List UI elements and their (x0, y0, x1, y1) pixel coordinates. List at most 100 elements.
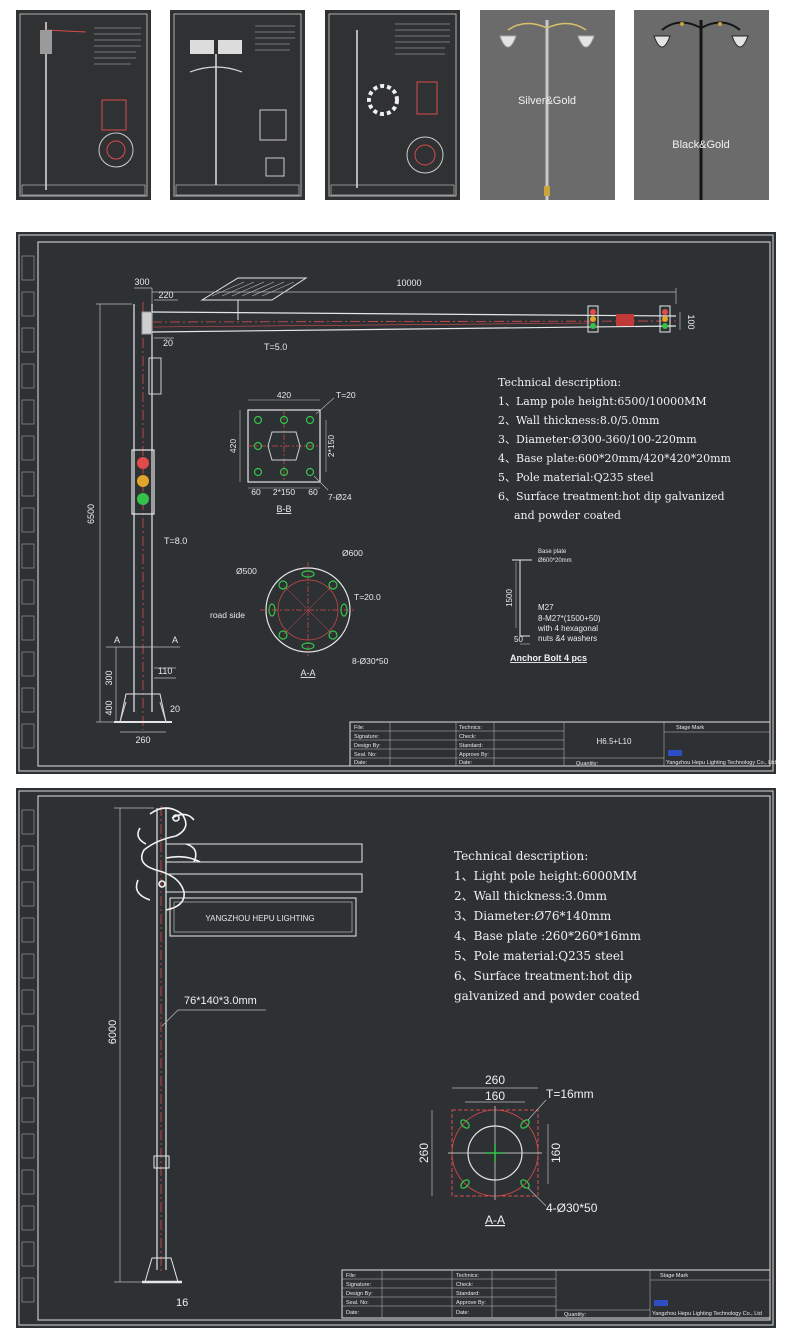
tb1-check: Check: (459, 734, 477, 740)
anchor-line-2: with 4 hexagonal (537, 624, 598, 633)
dim-arm-end: 100 (686, 314, 696, 329)
dim-base-section: 300 (104, 670, 114, 685)
thumbnail-drawing-2-graphic (173, 13, 302, 197)
section-aa: Ø600 Ø500 T=20.0 8-Ø30*50 road side A-A (210, 548, 389, 678)
dim-base-height: 400 (104, 700, 114, 715)
plate-width: 260 (485, 1073, 505, 1087)
company-logo-2 (654, 1300, 668, 1306)
pole-drawing-2: YANGZHOU HEPU LIGHTING (135, 806, 363, 1284)
tb2-approve: Approve By: (456, 1300, 486, 1306)
tb2-signature: Signature: (346, 1282, 372, 1288)
tech2-line-1: 1、Light pole height:6000MM (454, 869, 637, 883)
section-bb: 420 T=20 420 2*150 60 2*150 60 7-Ø24 B-B (228, 390, 356, 514)
dim-arm-length: 10000 (396, 278, 421, 288)
dim-top-width: 300 (134, 277, 149, 287)
dim-base-gap: 110 (158, 666, 172, 676)
tb2-check: Check: (456, 1282, 474, 1288)
tech-line-1: 1、Lamp pole height:6500/10000MM (498, 395, 707, 408)
tb1-model: H6.5+L10 (597, 737, 632, 746)
anchor-plate-line-2: Ø600*20mm (538, 558, 572, 564)
dim-pole-height: 6500 (86, 504, 96, 524)
tb2-company: Yangzhou Hepu Lighting Technology Co., L… (652, 1311, 762, 1317)
tb1-stage: Stage Mark (676, 725, 704, 731)
tb2-file: File: (346, 1273, 357, 1279)
anchor-bolt-size: M27 (538, 603, 554, 612)
tb1-date: Date: (354, 760, 368, 766)
tech2-line-5: 5、Pole material:Q235 steel (454, 949, 624, 963)
anchor-plate-line-1: Base plate (538, 549, 567, 555)
section-aa-label-2: A-A (485, 1213, 505, 1227)
dim-base-flange-2: 16 (176, 1297, 188, 1309)
thumbnail-photo-black-gold[interactable]: Black&Gold (634, 10, 769, 200)
dim-pole-spec: 76*140*3.0mm (184, 995, 257, 1007)
tech-title: Technical description: (498, 376, 621, 389)
tb1-quantity: Quantity: (576, 761, 598, 767)
section-aa-label: A-A (300, 668, 315, 678)
thumbnail-drawing-3[interactable] (325, 10, 460, 200)
toolbar-icons-2 (21, 809, 35, 1303)
thumbnail-drawing-1[interactable] (16, 10, 151, 200)
black-gold-label: Black&Gold (672, 139, 729, 151)
tb1-technics: Technics: (459, 725, 482, 731)
plate-height: 260 (417, 1143, 431, 1163)
tb1-approve: Approve By: (459, 752, 489, 758)
tech2-line-7: galvanized and powder coated (454, 989, 640, 1003)
bb-edge-left: 60 (251, 487, 261, 497)
black-gold-lamp-graphic: Black&Gold (653, 20, 749, 200)
tb1-date2: Date: (459, 760, 473, 766)
thumbnail-drawing-2[interactable] (170, 10, 305, 200)
tech2-line-3: 3、Diameter:Ø76*140mm (454, 909, 612, 923)
bb-spacing-v: 2*150 (326, 435, 336, 457)
thumbnail-drawing-1-graphic (19, 13, 148, 197)
tb2-quantity: Quantity: (564, 1312, 586, 1318)
plate-inner-v: 160 (549, 1143, 563, 1163)
silver-gold-lamp-graphic: Silver&Gold (499, 20, 595, 200)
drawing-panel-1: 10000 300 220 20 T=5.0 100 6500 T=8.0 30… (16, 232, 776, 774)
bb-height: 420 (228, 439, 238, 453)
road-side-label: road side (210, 610, 245, 620)
section-aa-2: 260 160 260 160 T=16mm 4-Ø30*50 A-A (417, 1073, 598, 1227)
dim-base-width: 260 (135, 735, 150, 745)
tech-line-2: 2、Wall thickness:8.0/5.0mm (498, 414, 660, 427)
dimension-lines-2 (114, 807, 266, 1283)
tech-line-4: 4、Base plate:600*20mm/420*420*20mm (498, 452, 732, 465)
silver-gold-label: Silver&Gold (518, 95, 576, 107)
tb1-standard: Standard: (459, 743, 483, 749)
dim-arm-gap: 20 (163, 338, 173, 348)
section-a-right: A (172, 635, 178, 645)
bb-width: 420 (277, 390, 291, 400)
tb2-technics: Technics: (456, 1273, 479, 1279)
tb2-stage: Stage Mark (660, 1273, 688, 1279)
tb2-design: Design By: (346, 1291, 373, 1297)
anchor-line-3: nuts &4 washers (538, 634, 597, 643)
thumbnail-photo-silver-gold[interactable]: Silver&Gold (480, 10, 615, 200)
tech-line-5: 5、Pole material:Q235 steel (498, 471, 654, 484)
bb-spacing-h: 2*150 (273, 487, 295, 497)
anchor-height: 1500 (505, 589, 514, 607)
tech-line-3: 3、Diameter:Ø300-360/100-220mm (498, 433, 697, 446)
tb1-design: Design By: (354, 743, 381, 749)
bb-holes: 7-Ø24 (328, 492, 352, 502)
tb1-file: File: (354, 725, 365, 731)
section-bb-label: B-B (276, 504, 291, 514)
title-block-1: File: Signature: Design By: Seal. No: Da… (349, 721, 776, 767)
tech2-line-4: 4、Base plate :260*260*16mm (454, 929, 642, 943)
thumbnail-drawing-3-graphic (328, 13, 457, 197)
tech-description-2: Technical description: 1、Light pole heig… (454, 849, 642, 1003)
aa-inner: Ø500 (236, 566, 257, 576)
tb1-company: Yangzhou Hepu Lighting Technology Co., L… (666, 760, 776, 766)
tech-description-1: Technical description: 1、Lamp pole heigh… (498, 376, 732, 522)
bb-edge-right: 60 (308, 487, 318, 497)
tech2-line-2: 2、Wall thickness:3.0mm (454, 889, 608, 903)
anchor-line-1: 8-M27*(1500+50) (538, 614, 601, 623)
tech-line-6: 6、Surface treatment:hot dip galvanized (498, 490, 725, 503)
aa-thickness: T=20.0 (354, 592, 381, 602)
anchor-title: Anchor Bolt 4 pcs (510, 653, 587, 663)
sign-text: YANGZHOU HEPU LIGHTING (205, 914, 314, 923)
bb-thickness: T=20 (336, 390, 356, 400)
drawing-2-svg: YANGZHOU HEPU LIGHTING 6000 76*140*3.0mm… (16, 788, 776, 1328)
anchor-foot: 50 (514, 635, 523, 644)
tb2-date2: Date: (456, 1310, 470, 1316)
tech2-line-6: 6、Surface treatment:hot dip (454, 969, 632, 983)
arm-drawing (151, 277, 677, 333)
